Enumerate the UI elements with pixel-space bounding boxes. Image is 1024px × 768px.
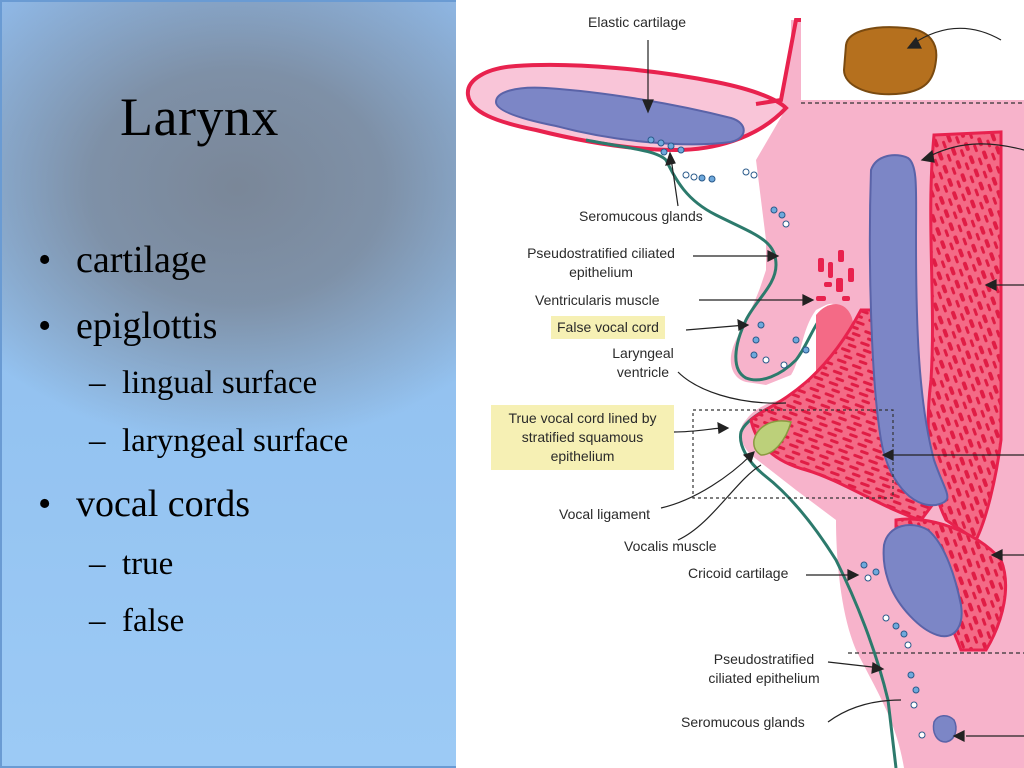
label-pseudostratified-ciliated-epithelium-lower: Pseudostratified ciliated epithelium: [694, 650, 834, 688]
bullet-item: • cartilage: [38, 238, 207, 282]
sub-bullet-text: true: [122, 546, 174, 582]
sub-bullet-item: – laryngeal surface: [89, 423, 349, 460]
sub-bullet-mark: –: [89, 423, 106, 459]
tracheal-cartilage: [932, 715, 957, 743]
sub-bullet-mark: –: [89, 365, 106, 401]
sub-bullet-item: – false: [89, 603, 185, 640]
label-line: epithelium: [569, 264, 633, 280]
label-line: True vocal cord lined by: [508, 410, 657, 426]
label-vocalis-muscle: Vocalis muscle: [624, 538, 717, 554]
thyroid-cartilage: [842, 26, 938, 96]
sub-bullet-item: – lingual surface: [89, 365, 318, 402]
label-line: Laryngeal: [612, 345, 674, 361]
epiglottis-red-outline: [755, 18, 801, 106]
slide-text-panel: Larynx • cartilage • epiglottis – lingua…: [0, 0, 456, 768]
bullet-mark: •: [38, 483, 52, 525]
label-line: ciliated epithelium: [708, 670, 820, 686]
bullet-mark: •: [38, 239, 52, 281]
larynx-illustration: [465, 18, 1024, 768]
slide-title: Larynx: [120, 87, 279, 147]
label-elastic-cartilage: Elastic cartilage: [588, 14, 687, 30]
label-vocal-ligament: Vocal ligament: [559, 506, 651, 522]
label-ventricularis-muscle: Ventricularis muscle: [535, 292, 660, 308]
label-line: epithelium: [550, 448, 615, 464]
label-line: Pseudostratified: [713, 651, 815, 667]
vocal-ligament: [753, 420, 792, 456]
label-laryngeal-ventricle: Laryngeal ventricle: [593, 344, 693, 382]
label-seromucous-glands-bottom: Seromucous glands: [681, 714, 805, 730]
bullet-text: vocal cords: [76, 483, 251, 525]
label-line: ventricle: [616, 364, 670, 380]
sub-bullet-text: laryngeal surface: [122, 423, 349, 459]
thyroid-lamina-cartilage: [868, 154, 949, 507]
ventricularis-muscle: [816, 250, 854, 301]
label-false-vocal-cord: False vocal cord: [551, 316, 665, 339]
sub-bullet-text: false: [122, 603, 185, 639]
label-true-vocal-cord: True vocal cord lined by stratified squa…: [491, 405, 674, 470]
label-seromucous-glands-top: Seromucous glands: [579, 208, 703, 224]
bullet-mark: •: [38, 305, 52, 347]
larynx-diagram: Elastic cartilage Seromucous glands Pseu…: [456, 0, 1024, 768]
sub-bullet-mark: –: [89, 603, 106, 639]
cricoid-cartilage: [882, 524, 963, 638]
bullet-text: cartilage: [76, 239, 207, 281]
sub-bullet-mark: –: [89, 546, 106, 582]
bullet-item: • vocal cords: [38, 482, 251, 526]
label-line: Pseudostratified ciliated: [527, 245, 675, 261]
sub-bullet-text: lingual surface: [122, 365, 318, 401]
label-cricoid-cartilage: Cricoid cartilage: [688, 565, 789, 581]
label-pseudostratified-ciliated-epithelium: Pseudostratified ciliated epithelium: [508, 244, 694, 282]
bullet-text: epiglottis: [76, 305, 218, 347]
epiglottic-cartilage: [494, 86, 745, 146]
bullet-item: • epiglottis: [38, 304, 218, 348]
sub-bullet-item: – true: [89, 546, 174, 583]
seromucous-glands: [647, 136, 926, 739]
label-line: stratified squamous: [521, 429, 644, 445]
